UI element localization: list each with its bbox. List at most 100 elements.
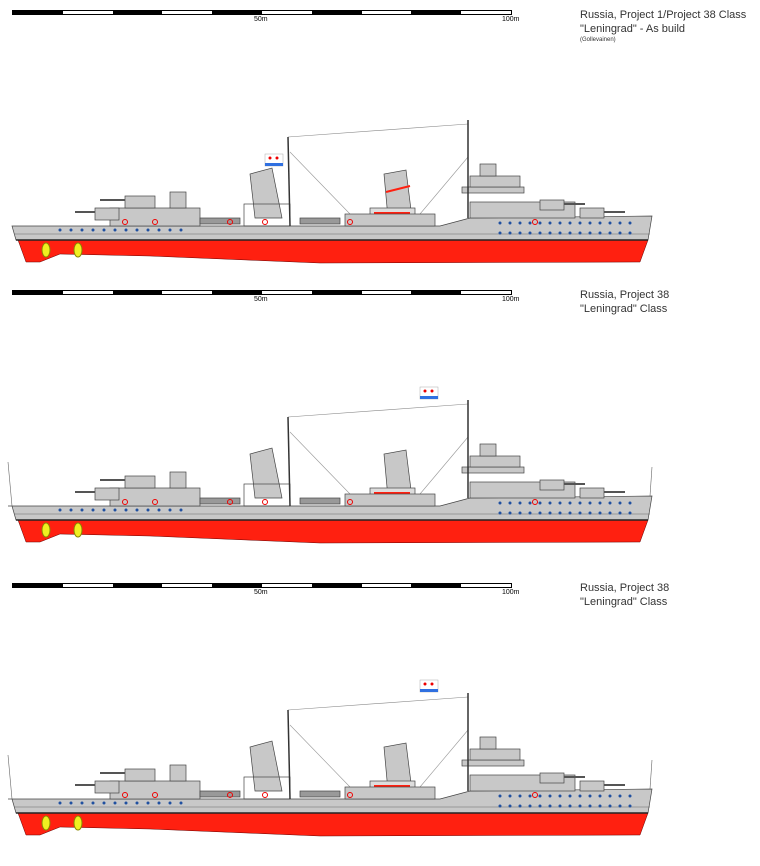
aft-funnel xyxy=(249,167,283,219)
scale-segment xyxy=(162,584,213,587)
porthole xyxy=(598,221,602,225)
aft-turret-lower xyxy=(94,207,120,221)
porthole xyxy=(146,508,150,512)
aft-rangefinder xyxy=(169,764,187,782)
rigging-wire xyxy=(287,123,469,138)
rigging-wire xyxy=(419,436,469,495)
scale-segment xyxy=(62,291,113,294)
plate-subtitle: "Leningrad" Class xyxy=(580,303,668,315)
scale-segment xyxy=(261,584,312,587)
porthole xyxy=(113,508,117,512)
life-buoy xyxy=(152,499,158,505)
porthole xyxy=(498,804,502,808)
scale-segment xyxy=(162,291,213,294)
porthole xyxy=(608,501,612,505)
porthole xyxy=(508,804,512,808)
scale-segment xyxy=(162,11,213,14)
porthole xyxy=(508,511,512,515)
flag-star xyxy=(423,682,427,686)
scale-segment xyxy=(411,11,462,14)
porthole xyxy=(598,511,602,515)
main-mast xyxy=(287,416,291,507)
porthole xyxy=(508,794,512,798)
porthole xyxy=(113,801,117,805)
porthole xyxy=(578,804,582,808)
aft-turret-upper xyxy=(124,475,156,489)
porthole xyxy=(69,228,73,232)
scale-label-50: 50m xyxy=(254,589,268,596)
torpedo-tubes xyxy=(199,217,241,225)
ship-plate-3: 50m 100m Russia, Project 38 "Leningrad" … xyxy=(0,573,760,863)
porthole xyxy=(508,221,512,225)
life-buoy xyxy=(227,219,233,225)
scale-segment xyxy=(361,291,412,294)
plate-subtitle: "Leningrad" Class xyxy=(580,596,668,608)
life-buoy xyxy=(262,219,268,225)
porthole xyxy=(124,228,128,232)
propeller xyxy=(73,815,83,831)
scale-bar xyxy=(12,290,512,295)
flag-star xyxy=(430,389,434,393)
porthole xyxy=(588,511,592,515)
porthole xyxy=(628,221,632,225)
scale-label-50: 50m xyxy=(254,16,268,23)
plate-caption: Russia, Project 1/Project 38 Class "Leni… xyxy=(580,8,746,45)
platform-stripe xyxy=(374,785,410,788)
hull-antifouling xyxy=(17,239,649,264)
porthole xyxy=(58,508,62,512)
porthole xyxy=(498,501,502,505)
porthole xyxy=(558,804,562,808)
porthole xyxy=(518,501,522,505)
funnel-band xyxy=(385,185,411,193)
porthole xyxy=(588,221,592,225)
aft-funnel xyxy=(249,447,283,499)
fore-turret-upper xyxy=(539,199,565,211)
scale-segment xyxy=(361,584,412,587)
scale-segment xyxy=(13,291,63,294)
porthole xyxy=(80,228,84,232)
life-buoy xyxy=(122,792,128,798)
aft-turret-upper xyxy=(124,768,156,782)
aft-funnel xyxy=(249,740,283,792)
porthole xyxy=(578,511,582,515)
porthole xyxy=(528,501,532,505)
stern-flagstaff xyxy=(7,461,13,507)
plate-title: Russia, Project 38 xyxy=(580,289,670,301)
porthole xyxy=(578,501,582,505)
porthole xyxy=(558,794,562,798)
porthole xyxy=(498,794,502,798)
propeller xyxy=(73,242,83,258)
midship-deckhouse xyxy=(344,213,436,227)
flag-star xyxy=(268,156,272,160)
scale-segment xyxy=(311,584,362,587)
life-buoy xyxy=(227,792,233,798)
porthole xyxy=(608,221,612,225)
rigging-wire xyxy=(287,403,469,418)
porthole xyxy=(80,801,84,805)
porthole xyxy=(179,801,183,805)
plate-title: Russia, Project 38 xyxy=(580,582,670,594)
scale-label-100: 100m xyxy=(502,589,520,596)
scale-segment xyxy=(411,584,462,587)
porthole xyxy=(618,231,622,235)
life-buoy xyxy=(227,499,233,505)
scale-segment xyxy=(112,291,163,294)
porthole xyxy=(538,501,542,505)
aft-superstructure xyxy=(109,207,201,227)
torpedo-tubes xyxy=(299,497,341,505)
torpedo-tubes xyxy=(199,790,241,798)
fore-turret-lower xyxy=(579,780,605,792)
rigging-wire xyxy=(289,151,351,215)
porthole xyxy=(628,501,632,505)
porthole xyxy=(157,801,161,805)
propeller xyxy=(41,522,51,538)
life-buoy xyxy=(532,792,538,798)
porthole xyxy=(608,231,612,235)
propeller xyxy=(73,522,83,538)
fore-turret-upper xyxy=(539,772,565,784)
bridge-deck xyxy=(461,466,525,474)
porthole xyxy=(80,508,84,512)
porthole xyxy=(568,501,572,505)
rigging-wire xyxy=(289,724,351,788)
porthole xyxy=(588,804,592,808)
